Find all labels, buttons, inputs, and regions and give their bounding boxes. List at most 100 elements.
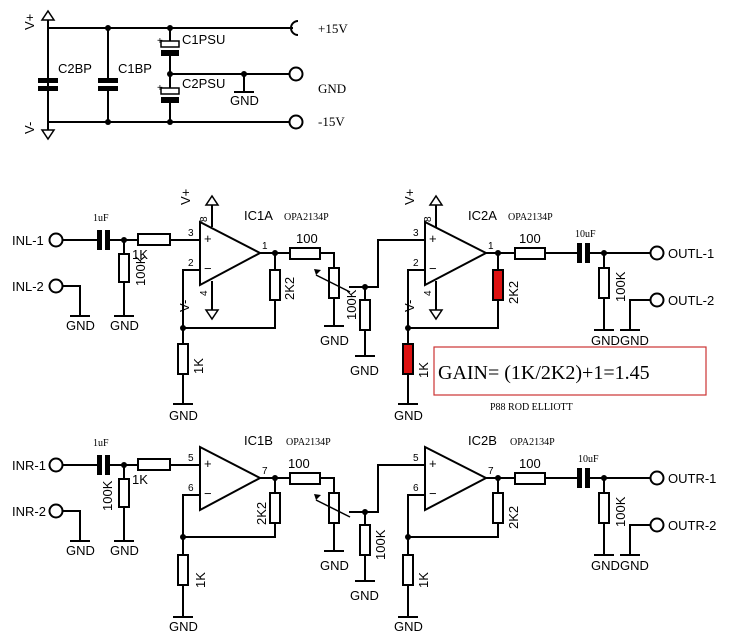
- r100k-right-in-label: 100K: [100, 480, 115, 511]
- ic1b-label: IC1B: [244, 433, 273, 448]
- psu-section: + +: [38, 10, 304, 140]
- ic1b-pin5: 5: [188, 453, 194, 464]
- right-channel: + − + −: [48, 445, 665, 618]
- svg-text:+: +: [429, 456, 437, 471]
- c2psu-label: C2PSU: [182, 76, 225, 91]
- ic2a-pin4: 4: [423, 290, 434, 296]
- ic2a-pin2: 2: [413, 258, 419, 269]
- outl1-label: OUTL-1: [668, 246, 714, 261]
- r1k-right-fb-label: 1K: [193, 572, 208, 588]
- gnd-r5: GND: [169, 619, 198, 634]
- ic1a-label: IC1A: [244, 208, 273, 223]
- inr1-label: INR-1: [12, 458, 46, 473]
- ic2b-pin5: 5: [413, 453, 419, 464]
- ic1a-part-label: OPA2134P: [284, 212, 329, 223]
- r1k-left-fb-label: 1K: [191, 358, 206, 374]
- rail-neg-label: -15V: [318, 114, 345, 129]
- r1k-left-fb2-label: 1K: [416, 362, 431, 378]
- ic2a-vplus: V+: [402, 189, 417, 205]
- gnd-l4: GND: [350, 363, 379, 378]
- gnd-l2: GND: [110, 318, 139, 333]
- r100-left1-label: 100: [296, 231, 318, 246]
- ic2a-label: IC2A: [468, 208, 497, 223]
- ic2a-pin8: 8: [423, 216, 434, 222]
- svg-text:+: +: [429, 231, 437, 246]
- outr1-label: OUTR-1: [668, 471, 716, 486]
- outl2-label: OUTL-2: [668, 293, 714, 308]
- gnd-r6: GND: [394, 619, 423, 634]
- r1k-right-in-label: 1K: [132, 472, 148, 487]
- r100-left2-label: 100: [519, 231, 541, 246]
- cout-right-label: 10uF: [578, 454, 599, 465]
- inl1-label: INL-1: [12, 233, 44, 248]
- r100k-left-in-label: 100K: [133, 255, 148, 286]
- r1k-left-in-label: 1K: [132, 247, 148, 262]
- ic1b-part-label: OPA2134P: [286, 437, 331, 448]
- ic1a-vplus: V+: [178, 189, 193, 205]
- svg-text:−: −: [429, 486, 437, 501]
- ic1a-pin3: 3: [188, 228, 194, 239]
- r100k-right-out-label: 100K: [613, 496, 628, 527]
- ic1a-pin8: 8: [199, 216, 210, 222]
- gain-formula: GAIN= (1K/2K2)+1=1.45: [438, 362, 650, 384]
- inr2-label: INR-2: [12, 504, 46, 519]
- gnd-l1: GND: [66, 318, 95, 333]
- r2k2-right1-label: 2K2: [254, 502, 269, 525]
- svg-text:+: +: [204, 456, 212, 471]
- svg-text:−: −: [204, 261, 212, 276]
- inl2-label: INL-2: [12, 279, 44, 294]
- gnd-l7: GND: [591, 333, 620, 348]
- gnd-r3: GND: [320, 558, 349, 573]
- r100-right1-label: 100: [288, 456, 310, 471]
- ic2a-pin1: 1: [488, 241, 494, 252]
- r1k-right-fb2-label: 1K: [416, 572, 431, 588]
- c1bp-label: C1BP: [118, 61, 152, 76]
- ic2a-part-label: OPA2134P: [508, 212, 553, 223]
- ic2b-part-label: OPA2134P: [510, 437, 555, 448]
- c2bp-label: C2BP: [58, 61, 92, 76]
- pot-right-label: 100K: [373, 529, 388, 560]
- gnd-l3: GND: [320, 333, 349, 348]
- ic2b-label: IC2B: [468, 433, 497, 448]
- left-channel: + − +: [48, 195, 665, 405]
- svg-text:+: +: [157, 36, 163, 47]
- ic1b-pin7: 7: [262, 466, 268, 477]
- ic1a-pin1: 1: [262, 241, 268, 252]
- rail-pos-label: +15V: [318, 21, 348, 36]
- gnd-l8: GND: [620, 333, 649, 348]
- svg-text:−: −: [204, 486, 212, 501]
- gnd-r7: GND: [591, 558, 620, 573]
- gnd-r4: GND: [350, 588, 379, 603]
- r100-right2-label: 100: [519, 456, 541, 471]
- r100k-left-out-label: 100K: [613, 271, 628, 302]
- c1psu-label: C1PSU: [182, 32, 225, 47]
- r2k2-right2-label: 2K2: [506, 506, 521, 529]
- ic2a-vminus: V-: [402, 300, 417, 312]
- ic2b-pin7: 7: [488, 466, 494, 477]
- psu-vminus-label: V-: [22, 122, 37, 134]
- cout-left-label: 10uF: [575, 229, 596, 240]
- outr2-label: OUTR-2: [668, 518, 716, 533]
- psu-gnd-label: GND: [230, 93, 259, 108]
- cin-left-label: 1uF: [93, 213, 109, 224]
- gnd-r2: GND: [110, 543, 139, 558]
- ic1a-vminus: V-: [177, 300, 192, 312]
- ic1a-pin4: 4: [199, 290, 210, 296]
- ic1b-pin6: 6: [188, 483, 194, 494]
- psu-vplus-label: V+: [22, 14, 37, 30]
- ic1a-pin2: 2: [188, 258, 194, 269]
- r2k2-left1-label: 2K2: [282, 277, 297, 300]
- svg-text:+: +: [157, 83, 163, 94]
- gnd-r1: GND: [66, 543, 95, 558]
- rail-gnd-label: GND: [318, 81, 346, 96]
- gnd-l5: GND: [169, 408, 198, 423]
- svg-text:+: +: [204, 231, 212, 246]
- svg-text:−: −: [429, 261, 437, 276]
- cin-right-label: 1uF: [93, 438, 109, 449]
- credit-label: P88 ROD ELLIOTT: [490, 402, 573, 413]
- gnd-l6: GND: [394, 408, 423, 423]
- r2k2-left2-label: 2K2: [506, 281, 521, 304]
- pot-left-label: 100K: [344, 289, 359, 320]
